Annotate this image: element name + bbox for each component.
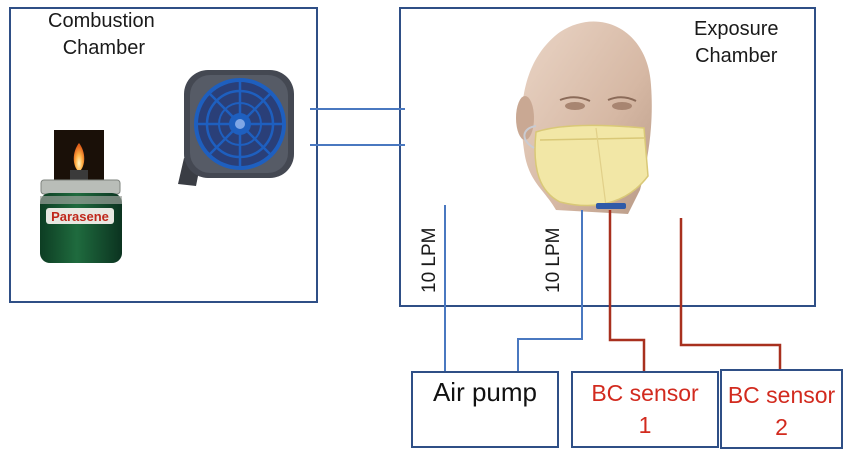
bc-sensor-1-line1: BC sensor — [591, 380, 699, 406]
combustion-title-line2: Chamber — [62, 37, 145, 59]
kerosene-heater-icon: Parasene — [40, 130, 122, 263]
connecting-duct — [317, 108, 400, 146]
svg-text:Parasene: Parasene — [51, 209, 109, 224]
bc-sensor-1-box — [571, 371, 719, 448]
air-pump-label: Air pump — [412, 377, 558, 408]
flow-rate-label-right: 10 LPM — [543, 227, 564, 293]
combustion-title-line1: Combustion — [48, 10, 155, 32]
combustion-chamber-title: Combustion Chamber — [48, 8, 155, 62]
air-sampling-lines — [444, 205, 583, 372]
n95-mask-icon — [523, 124, 649, 209]
bc-sensor-1-label: BC sensor 1 — [572, 377, 718, 441]
exposure-title-line2: Chamber — [695, 45, 778, 67]
combustion-chamber-box — [9, 7, 318, 303]
exposure-chamber-box — [399, 7, 816, 307]
bc-sensor-2-line1: BC sensor — [727, 382, 836, 408]
bc-sensor-2-line2: 2 — [775, 414, 788, 440]
bc-sensor-2-label: BC sensor 2 — [721, 379, 842, 443]
exposure-title-line1: Exposure — [694, 18, 779, 40]
air-pump-text: Air pump — [432, 377, 538, 407]
fan-icon — [178, 70, 294, 186]
exposure-chamber-title: Exposure Chamber — [694, 16, 779, 70]
bc-sensor-2-box — [720, 369, 843, 449]
air-pump-box — [411, 371, 559, 448]
sensor-lines — [608, 210, 782, 372]
bc-sensor-1-line2: 1 — [638, 412, 652, 438]
flow-rate-label-left: 10 LPM — [419, 227, 440, 293]
